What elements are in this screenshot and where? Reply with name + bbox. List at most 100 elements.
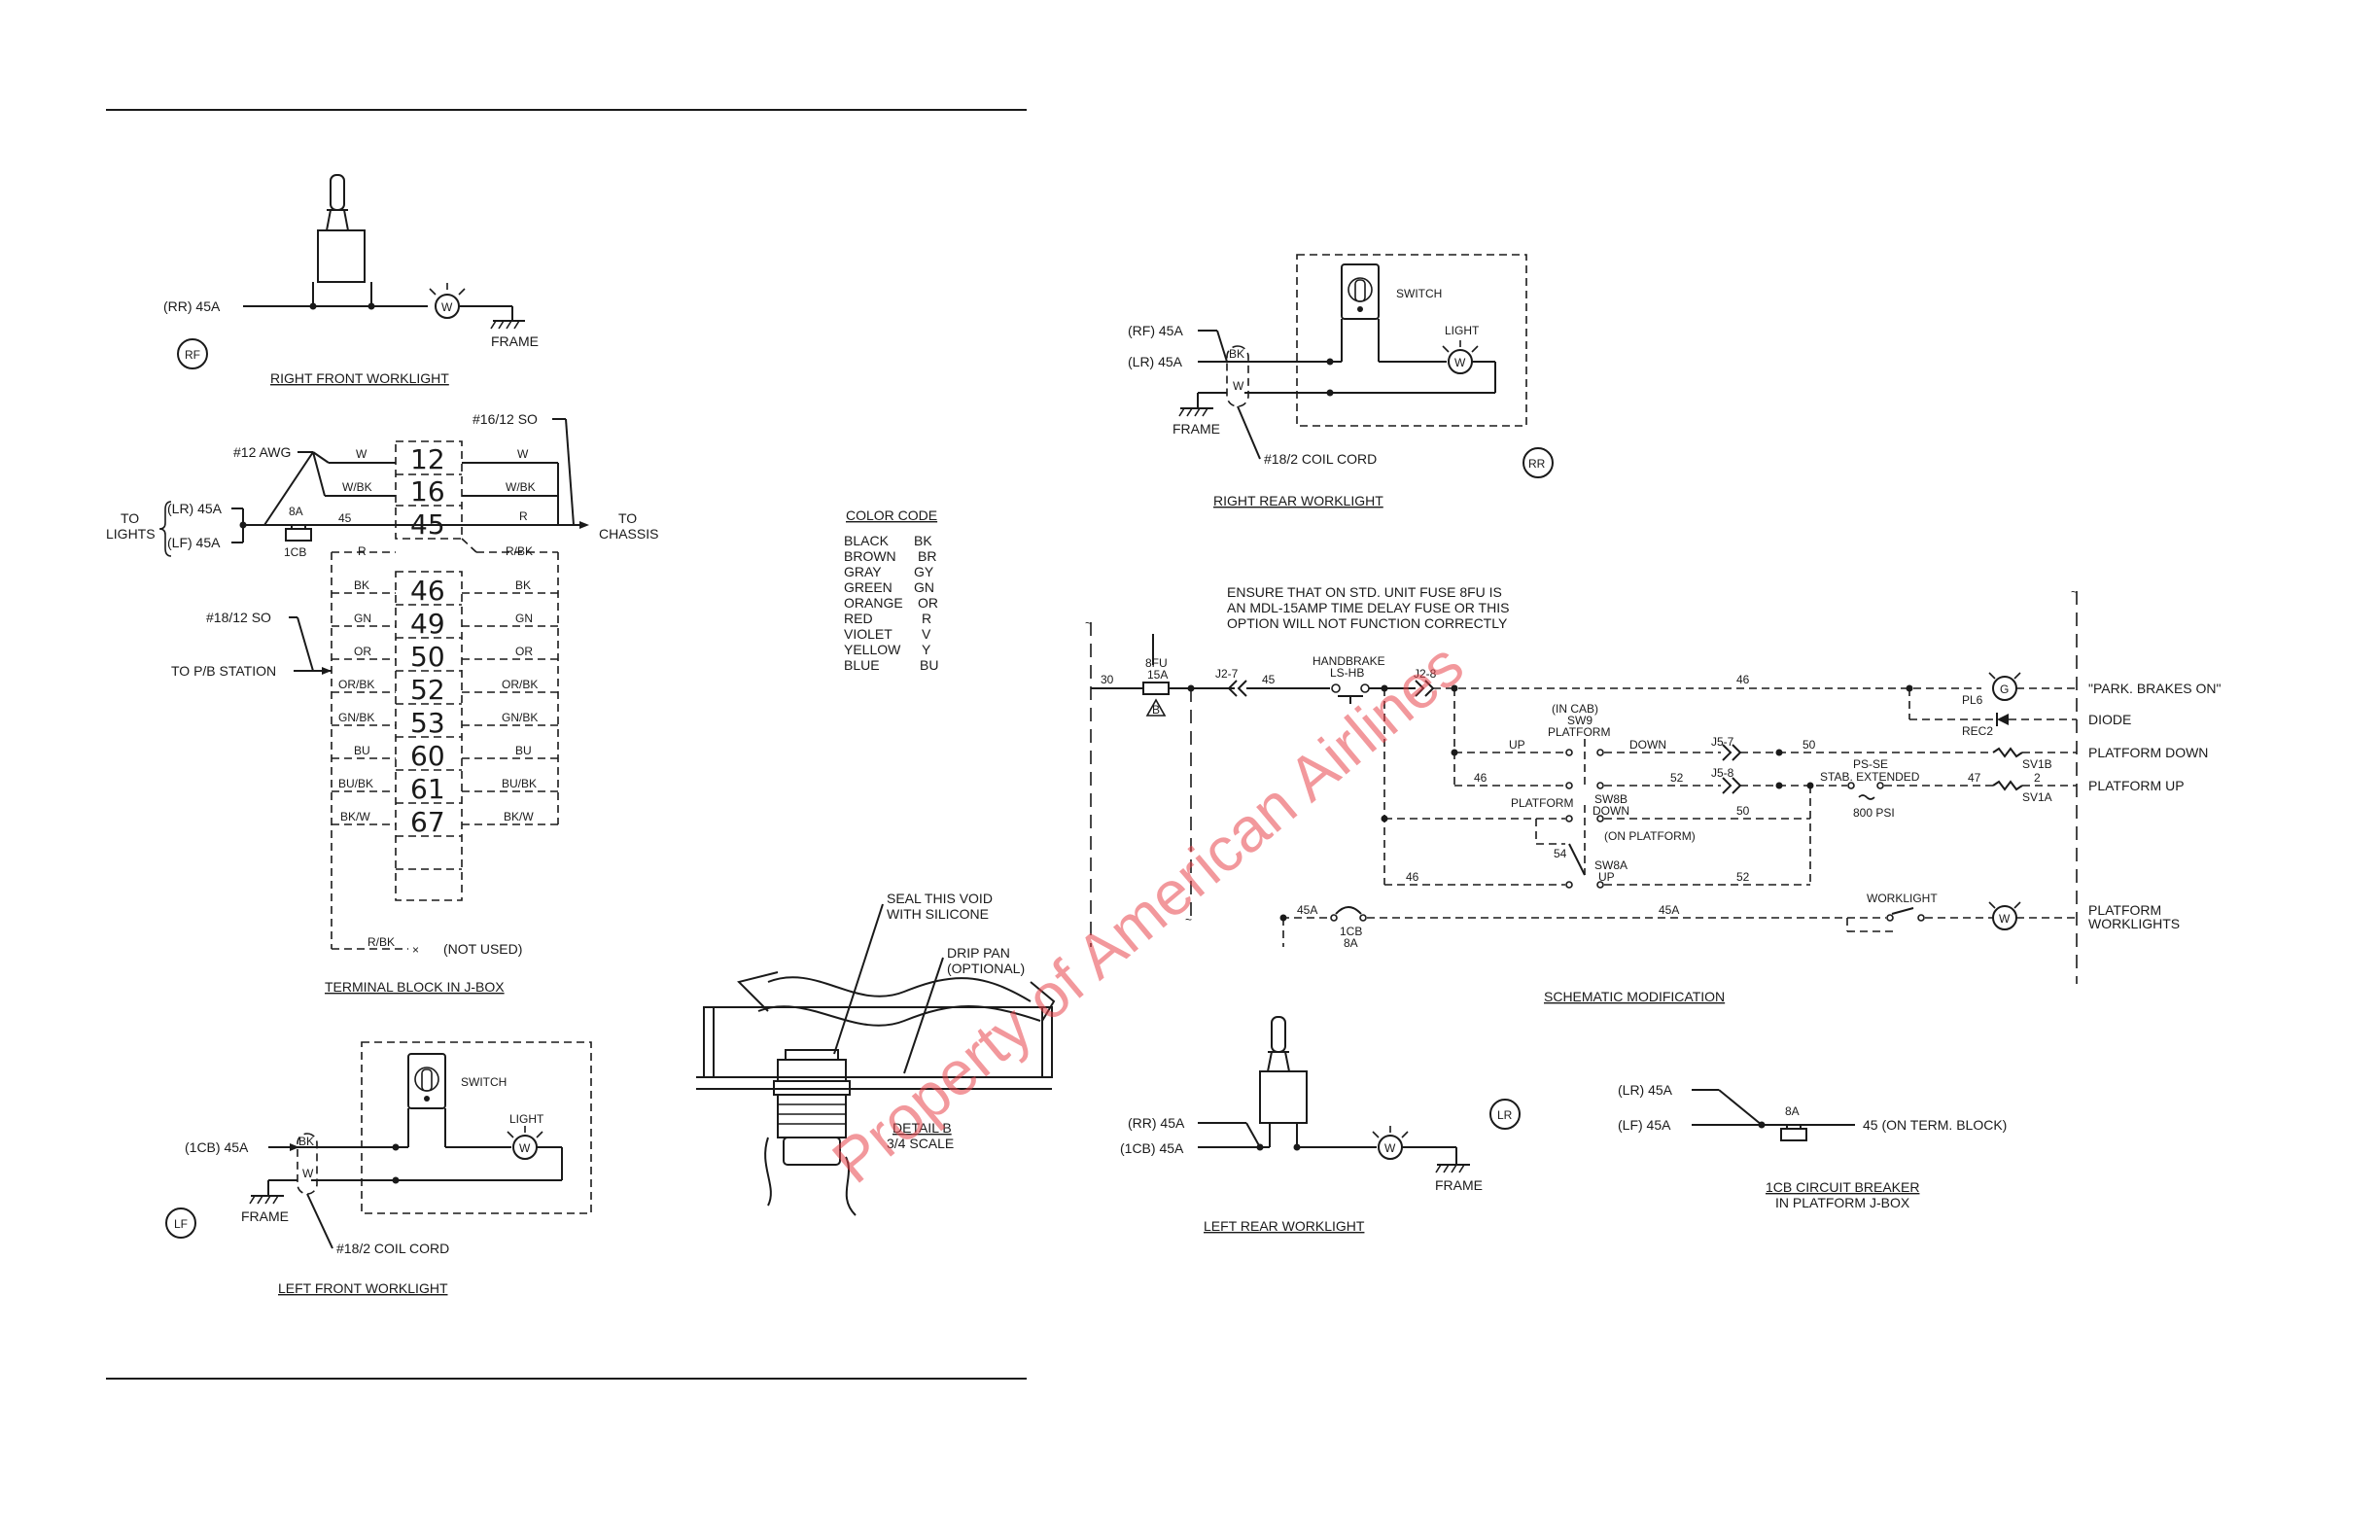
terminal-67: 67 [410, 806, 445, 838]
sch-fuse-mark: B [1152, 703, 1160, 717]
svg-text:BR: BR [918, 548, 936, 564]
cb-title-2: IN PLATFORM J-BOX [1775, 1195, 1910, 1210]
tb-title: TERMINAL BLOCK IN J-BOX [325, 979, 505, 995]
sch-stab: STAB. EXTENDED [1820, 770, 1920, 784]
lr-frame-label: FRAME [1435, 1177, 1483, 1193]
sch-j5-8: J5-8 [1711, 766, 1734, 780]
cb-title-1: 1CB CIRCUIT BREAKER [1766, 1179, 1919, 1195]
lr-cb-wire: (1CB) 45A [1120, 1140, 1184, 1156]
sch-w46: 46 [1736, 673, 1750, 686]
detail-drip-1: DRIP PAN [947, 945, 1010, 961]
svg-text:GN: GN [354, 612, 371, 625]
tb-not-used: (NOT USED) [443, 941, 522, 957]
svg-text:W: W [1454, 356, 1466, 369]
lr-tag: LR [1497, 1108, 1513, 1122]
svg-text:GN/BK: GN/BK [502, 711, 538, 724]
svg-text:~: ~ [2071, 585, 2078, 599]
sch-psi: 800 PSI [1853, 806, 1895, 820]
tb-to-pb: TO P/B STATION [171, 663, 276, 679]
terminal-block: #16/12 SO #12 AWG TO LIGHTS (LR) 45A (LF… [106, 411, 658, 995]
rr-frame-label: FRAME [1172, 421, 1220, 437]
tb-not-used-x: × [412, 943, 419, 957]
tb-so-top: #16/12 SO [472, 411, 538, 427]
color-code-table: COLOR CODE BLACK BK BROWN BR GRAY GY GRE… [844, 508, 938, 673]
detail-seal-2: WITH SILICONE [887, 906, 989, 922]
tb-r-bk-right: R/BK [506, 544, 533, 558]
lf-tag: LF [174, 1217, 188, 1231]
lf-tag-circle [165, 1208, 196, 1239]
lr-rr-wire: (RR) 45A [1128, 1115, 1185, 1131]
circuit-breaker-1cb: (LR) 45A (LF) 45A 8A 45 (ON TERM. BLOCK)… [1618, 1082, 2007, 1210]
svg-text:BU: BU [354, 744, 370, 757]
cb-lf: (LF) 45A [1618, 1117, 1671, 1133]
cb-lr: (LR) 45A [1618, 1082, 1673, 1098]
svg-text:BU: BU [920, 657, 938, 673]
svg-text:GREEN: GREEN [844, 579, 892, 595]
lf-bk: BK [298, 1135, 314, 1148]
svg-text:BK: BK [515, 578, 531, 592]
tb-to: TO [121, 510, 139, 526]
rf-frame-label: FRAME [491, 333, 539, 349]
svg-text:GY: GY [914, 564, 934, 579]
sch-w52: 52 [1670, 771, 1684, 785]
svg-text:GN/BK: GN/BK [338, 711, 374, 724]
rr-title: RIGHT REAR WORKLIGHT [1213, 493, 1383, 508]
detail-title: DETAIL B [892, 1120, 952, 1136]
sch-j5-7: J5-7 [1711, 735, 1734, 749]
lr-tag-circle [1489, 1099, 1521, 1130]
terminal-12: 12 [410, 443, 445, 475]
svg-text:R: R [922, 611, 931, 626]
rr-light-label: LIGHT [1445, 324, 1480, 337]
svg-text:OR/BK: OR/BK [502, 678, 538, 691]
page-rules [106, 109, 1027, 1380]
sch-down2: DOWN [1592, 804, 1629, 818]
rf-wire-label: (RR) 45A [163, 298, 221, 314]
svg-text:W: W [517, 447, 529, 461]
rr-w: W [1233, 379, 1244, 393]
sch-w54: 54 [1554, 847, 1567, 860]
sch-two: 2 [2034, 771, 2041, 785]
lf-lamp-icon: W [507, 1126, 543, 1160]
lf-w: W [302, 1167, 314, 1180]
sch-note-2: AN MDL-15AMP TIME DELAY FUSE OR THIS [1227, 600, 1509, 615]
sch-diode-icon [1997, 714, 2009, 725]
svg-text:W: W [441, 300, 453, 314]
detail-seal-1: SEAL THIS VOID [887, 891, 993, 906]
sch-in-cab: (IN CAB) [1552, 702, 1598, 716]
sch-w50: 50 [1802, 738, 1816, 752]
sch-sw8a: SW8A [1594, 858, 1628, 872]
svg-text:OR: OR [918, 595, 938, 611]
sch-pressure-switch-icon [1847, 782, 1884, 800]
rf-toggle-lever [330, 174, 345, 211]
sch-sw8b-switch-icon [1565, 805, 1604, 875]
tb-lr: (LR) 45A [167, 501, 223, 516]
sch-fuse-mark-icon [1145, 698, 1167, 717]
sch-plat-up: PLATFORM UP [2088, 778, 2185, 793]
tb-not-used-wire: R/BK [368, 935, 395, 949]
svg-text:BROWN: BROWN [844, 548, 896, 564]
svg-text:GN: GN [515, 612, 533, 625]
schematic-modification: ENSURE THAT ON STD. UNIT FUSE 8FU IS AN … [1085, 584, 2222, 1004]
left-rear-worklight: (RR) 45A (1CB) 45A W FRAME LR LEFT REAR … [1120, 1016, 1521, 1234]
sch-plat-wl-2: WORKLIGHTS [2088, 916, 2180, 931]
svg-text:BK: BK [914, 533, 932, 548]
lf-title: LEFT FRONT WORKLIGHT [278, 1280, 448, 1296]
lr-switch-body [1259, 1070, 1308, 1124]
svg-text:W/BK: W/BK [506, 480, 536, 494]
sch-ls-hb: LS-HB [1330, 666, 1364, 680]
rr-rf-wire: (RF) 45A [1128, 323, 1183, 338]
sch-pl6: PL6 [1962, 693, 1983, 707]
sch-rec2: REC2 [1962, 724, 1993, 738]
sch-w45: 45 [1262, 673, 1276, 686]
tb-right-wire-labels: BK GN OR OR/BK GN/BK BU BU/BK BK/W [462, 578, 558, 825]
tb-left-wire-labels: BK GN OR OR/BK GN/BK BU BU/BK BK/W [332, 578, 396, 825]
sch-diode: DIODE [2088, 712, 2131, 727]
terminal-49: 49 [410, 608, 445, 640]
detail-drip-2: (OPTIONAL) [947, 961, 1025, 976]
sch-w52b: 52 [1736, 870, 1750, 884]
lf-frame-label: FRAME [241, 1208, 289, 1224]
sch-fuse-amp: 15A [1147, 668, 1168, 682]
svg-text:OR: OR [354, 645, 371, 658]
svg-text:GN: GN [914, 579, 934, 595]
svg-text:BU: BU [515, 744, 532, 757]
